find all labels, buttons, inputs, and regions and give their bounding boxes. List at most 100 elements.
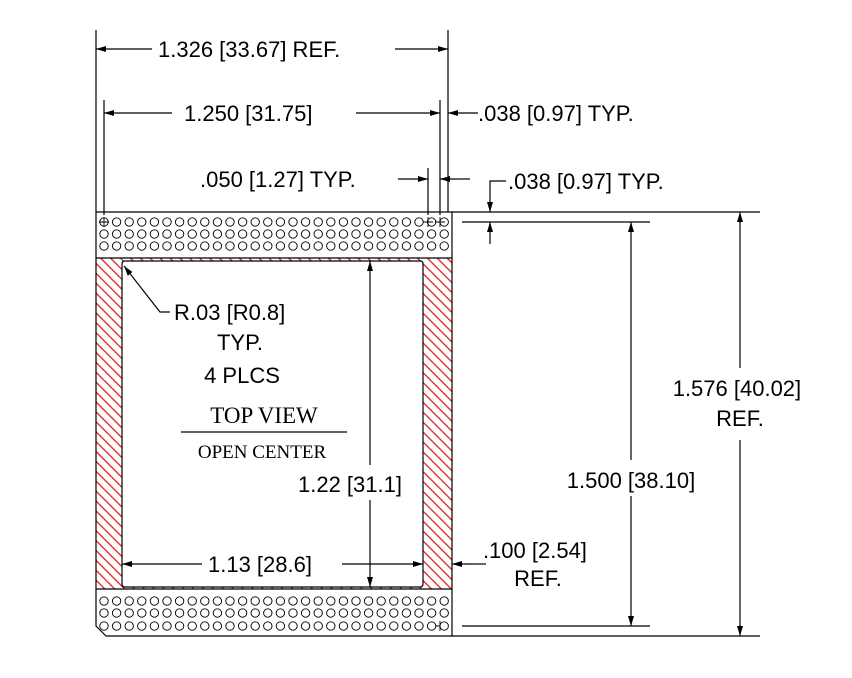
view-title-subtitle: OPEN CENTER — [198, 442, 327, 463]
pin-hole — [376, 241, 386, 251]
pin-hole — [426, 608, 437, 618]
pin-hole — [389, 608, 399, 618]
dim-overall-width-label: 1.326 [33.67] REF. — [158, 37, 340, 62]
pin-hole — [212, 217, 223, 227]
pin-hole — [275, 229, 286, 239]
pin-reference-mark — [99, 217, 109, 227]
pin-hole — [174, 241, 185, 251]
pin-hole — [338, 621, 349, 631]
dim-pin-pitch: .050 [1.27] TYP. — [200, 167, 470, 192]
pin-hole — [275, 596, 286, 606]
pin-hole — [149, 608, 160, 618]
board-outline — [95, 211, 453, 637]
pin-hole — [313, 608, 323, 618]
pin-hole — [326, 241, 336, 251]
pin-hole — [111, 217, 122, 227]
pin-hole — [250, 596, 260, 606]
pin-hole — [200, 217, 210, 227]
pin-hole — [212, 621, 223, 631]
pin-hole — [263, 621, 273, 631]
pin-hole — [124, 217, 134, 227]
pin-hole — [426, 596, 437, 606]
pin-hole — [187, 229, 197, 239]
pin-hole — [111, 596, 122, 606]
pin-hole — [313, 217, 323, 227]
pin-hole — [288, 608, 298, 618]
pin-hole — [389, 621, 399, 631]
pin-hole — [439, 241, 449, 251]
pin-hole — [288, 596, 298, 606]
dim-pitch-height-label: 1.500 [38.10] — [567, 468, 695, 493]
pin-hole — [351, 241, 361, 251]
dim-pin-pitch-label: .050 [1.27] TYP. — [200, 167, 356, 192]
pin-hole — [124, 608, 134, 618]
view-title-main: TOP VIEW — [210, 403, 318, 428]
pin-hole — [376, 229, 386, 239]
pin-hole — [326, 621, 336, 631]
dim-hatch-width-line2: REF. — [514, 566, 562, 591]
pin-hole — [263, 229, 273, 239]
pin-hole — [200, 596, 210, 606]
pin-hole — [389, 596, 399, 606]
pin-hole — [351, 229, 361, 239]
pin-hole — [313, 621, 323, 631]
radius-note-line2: TYP. — [217, 330, 263, 355]
pin-hole — [414, 229, 424, 239]
pin-hole — [237, 621, 248, 631]
pin-hole — [149, 596, 160, 606]
pin-hole — [401, 229, 412, 239]
pin-hole — [275, 621, 286, 631]
pin-hole — [212, 608, 223, 618]
dim-hatch-width-label: .100 [2.54] REF. — [483, 538, 593, 591]
pin-hole — [426, 241, 437, 251]
pin-hole — [99, 596, 109, 606]
pin-hole — [401, 621, 412, 631]
pin-hole — [288, 217, 298, 227]
pin-hole — [414, 217, 424, 227]
pin-hole — [414, 608, 424, 618]
dim-overall-height-line2: REF. — [716, 406, 764, 431]
pin-hole — [300, 608, 311, 618]
pin-hole — [200, 229, 210, 239]
pin-hole — [313, 229, 323, 239]
pin-hole — [263, 217, 273, 227]
pin-hole — [351, 621, 361, 631]
pin-hole — [326, 217, 336, 227]
pin-hole — [250, 217, 260, 227]
dim-overall-width: 1.326 [33.67] REF. — [96, 37, 448, 62]
dim-overall-height-line1: 1.576 [40.02] — [673, 376, 801, 401]
pin-hole — [111, 229, 122, 239]
dim-hatch-width-line1: .100 [2.54] — [483, 538, 587, 563]
pin-hole — [363, 608, 374, 618]
pin-hole — [313, 596, 323, 606]
pin-hole — [237, 608, 248, 618]
pin-hole — [376, 621, 386, 631]
pin-hole — [200, 621, 210, 631]
dim-edge-top-label: .038 [0.97] TYP. — [508, 169, 664, 194]
pin-hole — [389, 217, 399, 227]
pin-hole — [137, 608, 147, 618]
dim-pitch-width-label: 1.250 [31.75] — [184, 101, 312, 126]
pin-hole — [237, 217, 248, 227]
pin-hole — [439, 608, 449, 618]
pin-hole — [401, 596, 412, 606]
pin-hole — [225, 621, 235, 631]
pin-rows-top — [99, 217, 449, 631]
pin-hole — [149, 217, 160, 227]
open-center-cutout — [121, 260, 424, 588]
pin-hole — [363, 596, 374, 606]
pin-hole — [288, 621, 298, 631]
pin-hole — [137, 217, 147, 227]
pin-hole — [187, 217, 197, 227]
pin-hole — [200, 241, 210, 251]
pin-hole — [237, 596, 248, 606]
dim-edge-top: .038 [0.97] TYP. — [487, 169, 664, 244]
pin-hole — [363, 217, 374, 227]
pin-hole — [263, 608, 273, 618]
radius-note: R.03 [R0.8] TYP. 4 PLCS — [123, 265, 285, 388]
pin-hole — [414, 621, 424, 631]
pin-hole — [174, 229, 185, 239]
pin-hole — [187, 621, 197, 631]
pin-hole — [275, 241, 286, 251]
pin-hole — [363, 621, 374, 631]
